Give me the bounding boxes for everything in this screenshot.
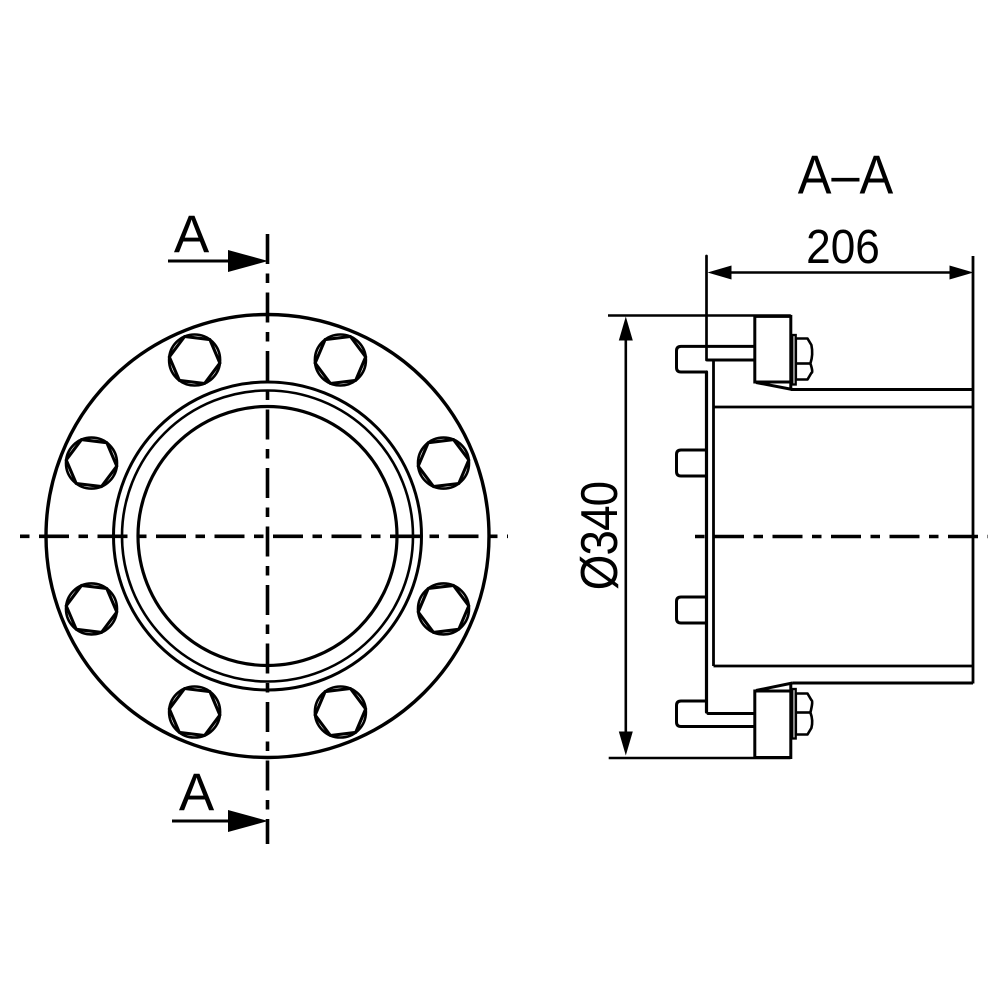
svg-text:206: 206	[806, 219, 880, 273]
svg-text:A: A	[174, 205, 210, 264]
svg-text:A: A	[179, 763, 215, 822]
svg-text:Ø340: Ø340	[571, 482, 628, 590]
svg-text:A–A: A–A	[798, 145, 894, 206]
